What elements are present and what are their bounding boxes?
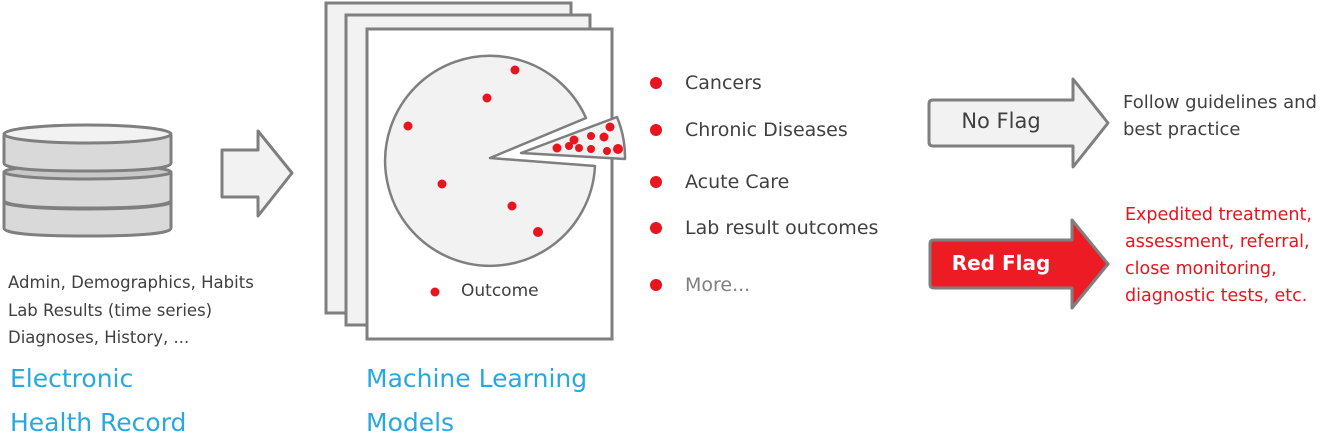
pie-chart-icon xyxy=(383,54,627,268)
outcome-item-chronic-diseases: Chronic Diseases xyxy=(650,119,848,141)
diagram-graphics xyxy=(2,1,1110,341)
red-flag-action-line: close monitoring, xyxy=(1125,259,1277,279)
outcome-item-lab-results: Lab result outcomes xyxy=(650,217,878,239)
ehr-detail-line: Lab Results (time series) xyxy=(8,300,213,320)
no-flag-action: Follow guidelines and best practice xyxy=(1123,89,1317,143)
outcome-label: More... xyxy=(685,274,751,296)
outcome-label: Cancers xyxy=(685,72,762,94)
outcome-legend-label: Outcome xyxy=(461,281,539,301)
red-flag-label: Red Flag xyxy=(951,251,1051,275)
database-icon xyxy=(2,123,173,238)
outcome-legend-dot xyxy=(430,287,440,297)
bullet-dot-icon xyxy=(650,124,662,136)
ehr-title-line2: Health Record xyxy=(10,408,187,437)
outcome-item-acute-care: Acute Care xyxy=(650,171,789,193)
ehr-title: Electronic Health Record xyxy=(10,357,186,445)
outcome-label: Chronic Diseases xyxy=(685,119,848,141)
ml-title-line2: Models xyxy=(366,408,455,437)
red-flag-action: Expedited treatment, assessment, referra… xyxy=(1125,202,1312,310)
no-flag-arrow xyxy=(927,77,1110,169)
ml-title-line1: Machine Learning xyxy=(366,364,588,393)
no-flag-label: No Flag xyxy=(961,109,1041,133)
outcome-item-cancers: Cancers xyxy=(650,72,762,94)
red-flag-action-line: diagnostic tests, etc. xyxy=(1125,286,1308,306)
outcome-label: Lab result outcomes xyxy=(685,217,879,239)
red-flag-action-line: Expedited treatment, xyxy=(1125,205,1312,225)
ehr-details: Admin, Demographics, Habits Lab Results … xyxy=(8,269,254,352)
no-flag-action-line: best practice xyxy=(1123,119,1241,140)
bullet-dot-icon xyxy=(650,176,662,188)
outcome-label: Acute Care xyxy=(685,171,790,193)
no-flag-action-line: Follow guidelines and xyxy=(1123,92,1317,113)
outcome-item-more: More... xyxy=(650,274,750,296)
bullet-dot-icon xyxy=(650,279,662,291)
red-flag-action-line: assessment, referral, xyxy=(1125,232,1310,252)
red-flag-arrow xyxy=(928,218,1110,310)
ml-title: Machine Learning Models xyxy=(366,357,587,445)
arrow-right-icon xyxy=(220,129,294,218)
ehr-detail-line: Diagnoses, History, ... xyxy=(8,328,190,347)
ehr-title-line1: Electronic xyxy=(10,364,134,393)
bullet-dot-icon xyxy=(650,77,662,89)
ehr-detail-line: Admin, Demographics, Habits xyxy=(8,273,254,292)
bullet-dot-icon xyxy=(650,222,662,234)
